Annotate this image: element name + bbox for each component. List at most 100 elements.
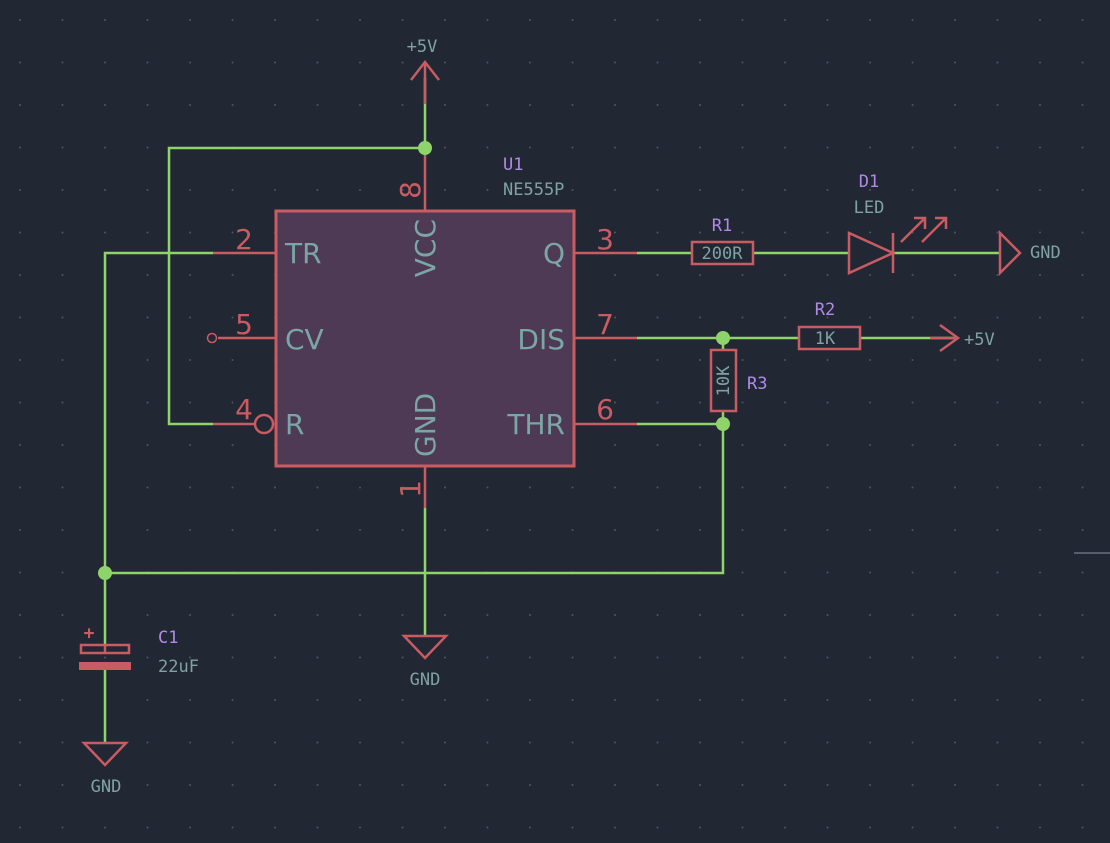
grid-dot <box>656 826 659 829</box>
grid-dot <box>359 19 361 21</box>
grid-dot <box>189 359 191 361</box>
grid-dot <box>954 571 956 574</box>
grid-dot <box>996 784 999 786</box>
grid-dot <box>61 104 64 106</box>
grid-dot <box>1081 189 1084 191</box>
grid-dot <box>571 19 574 21</box>
grid-dot <box>1039 104 1041 106</box>
d1-value-label: LED <box>854 198 885 218</box>
d1-triangle <box>847 231 897 275</box>
grid-dot <box>19 486 21 489</box>
grid-dot <box>954 274 956 276</box>
power-symbol-vcc-right[interactable] <box>930 323 961 353</box>
grid-dot <box>104 146 106 149</box>
grid-dot <box>1039 19 1041 21</box>
grid-dot <box>486 699 489 701</box>
grid-dot <box>146 61 149 64</box>
grid-dot <box>954 19 956 21</box>
grid-dot <box>444 104 446 106</box>
grid-dot <box>741 486 744 489</box>
grid-dot <box>996 741 999 744</box>
grid-dot <box>614 401 616 404</box>
grid-dot <box>741 274 744 276</box>
grid-dot <box>869 699 871 701</box>
grid-dot <box>741 61 744 64</box>
grid-dot <box>571 61 574 64</box>
grid-dot <box>61 19 64 21</box>
grid-dot <box>104 826 106 829</box>
grid-dot <box>316 614 319 616</box>
grid-dot <box>869 571 871 574</box>
grid-dot <box>1081 359 1084 361</box>
grid-dot <box>869 741 871 744</box>
grid-dot <box>486 189 489 191</box>
grid-dot <box>954 826 956 829</box>
junction-thr[interactable] <box>716 417 730 431</box>
power-symbol-vcc-top[interactable] <box>410 59 440 104</box>
grid-dot <box>146 826 149 829</box>
grid-dot <box>1039 359 1041 361</box>
grid-dot <box>359 614 361 616</box>
u1-ref-label: U1 <box>503 155 523 175</box>
grid-dot <box>784 19 786 21</box>
grid-dot <box>869 274 871 276</box>
pin-tr-name: TR <box>284 237 322 270</box>
r3-body[interactable] <box>709 348 738 413</box>
grid-dot <box>61 486 64 489</box>
grid-dot <box>146 189 149 191</box>
grid-dot <box>826 784 829 786</box>
grid-dot <box>699 316 701 319</box>
grid-dot <box>316 826 319 829</box>
d1-led-symbol[interactable] <box>847 216 948 275</box>
grid-dot <box>954 401 956 404</box>
grid-dot <box>189 231 191 234</box>
grid-dot <box>359 189 361 191</box>
junction-cap[interactable] <box>98 566 112 580</box>
grid-dot <box>784 444 786 446</box>
grid-dot <box>19 146 21 149</box>
grid-dot <box>699 656 701 659</box>
grid-dot <box>359 656 361 659</box>
grid-dot <box>359 486 361 489</box>
grid-dot <box>316 19 319 21</box>
grid-dot <box>741 231 744 234</box>
grid-dot <box>61 699 64 701</box>
gnd-symbol-ic[interactable] <box>401 634 449 660</box>
grid-dot <box>61 274 64 276</box>
r1-body[interactable] <box>690 240 755 266</box>
pin-vcc-number: 8 <box>394 181 427 199</box>
grid-dot <box>401 486 404 489</box>
gnd-symbol-led[interactable] <box>998 229 1022 277</box>
junction-dis[interactable] <box>716 331 730 345</box>
grid-dot <box>316 529 319 531</box>
grid-dot <box>826 656 829 659</box>
grid-dot <box>274 656 276 659</box>
grid-dot <box>359 104 361 106</box>
grid-dot <box>699 231 701 234</box>
d1-light-ray-2-head <box>935 216 948 229</box>
grid-dot <box>614 699 616 701</box>
r2-body[interactable] <box>797 325 862 351</box>
wire-trigger-cap[interactable] <box>103 251 213 573</box>
grid-dot <box>529 826 531 829</box>
grid-dot <box>444 61 446 64</box>
c1-capacitor-symbol[interactable] <box>79 643 131 670</box>
grid-dot <box>614 104 616 106</box>
grid-dot <box>146 614 149 616</box>
grid-dot <box>996 359 999 361</box>
grid-dot <box>1039 274 1041 276</box>
junctions <box>98 141 730 580</box>
grid-dot <box>189 784 191 786</box>
grid-dot <box>19 274 21 276</box>
wire-cap-threshold[interactable] <box>105 424 725 575</box>
grid-dot <box>571 104 574 106</box>
grid-dot <box>954 189 956 191</box>
grid-dot <box>911 486 914 489</box>
grid-dot <box>61 529 64 531</box>
grid-dot <box>359 826 361 829</box>
junction-vcc[interactable] <box>418 141 432 155</box>
gnd-symbol-cap[interactable] <box>81 741 129 767</box>
wire-vcc-reset[interactable] <box>167 146 425 426</box>
grid-dot <box>996 486 999 489</box>
grid-dot <box>1081 741 1084 744</box>
